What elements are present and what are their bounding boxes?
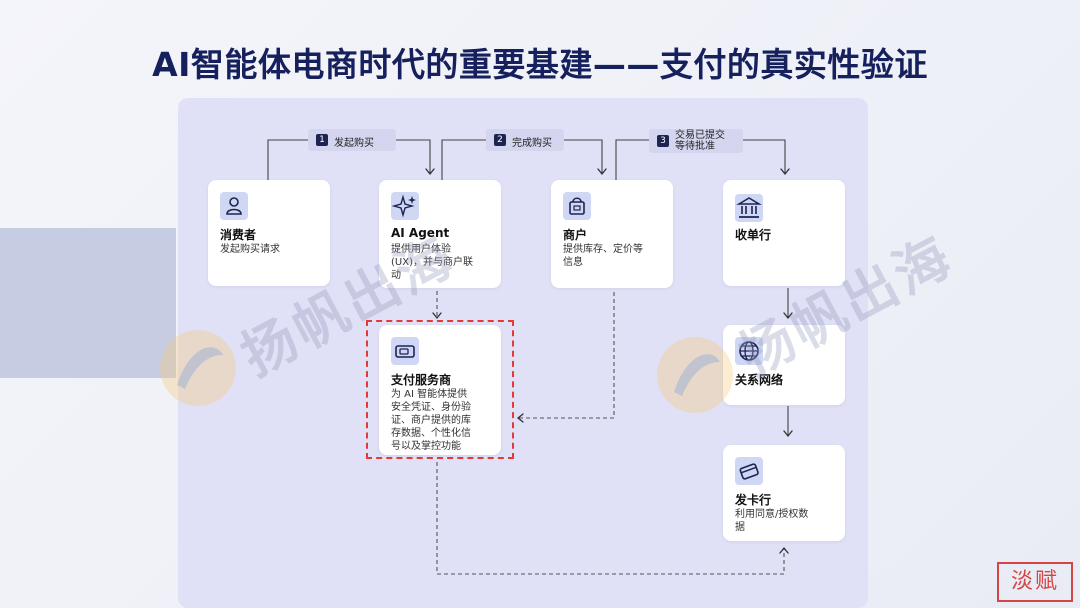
highlight-box bbox=[366, 320, 514, 459]
node-title: AI Agent bbox=[391, 226, 450, 240]
sparkle-icon bbox=[391, 192, 419, 220]
node-title: 消费者 bbox=[220, 228, 257, 242]
step-text: 完成购买 bbox=[512, 138, 552, 149]
user-icon bbox=[220, 192, 248, 220]
bank-icon bbox=[735, 194, 763, 222]
node-desc: 提供用户体验 (UX)，并与商户联 动 bbox=[391, 244, 473, 281]
watermark-logo-left bbox=[160, 330, 236, 406]
node-title: 发卡行 bbox=[735, 493, 772, 507]
step-text: 发起购买 bbox=[334, 138, 374, 149]
globe-icon bbox=[735, 337, 763, 365]
left-accent-band bbox=[0, 228, 176, 378]
card-tilt-icon bbox=[735, 457, 763, 485]
node-acquirer: 收单行 bbox=[723, 180, 845, 286]
step-1-label: 1 发起购买 bbox=[308, 129, 396, 151]
node-desc: 提供库存、定价等 信息 bbox=[563, 244, 643, 268]
step-number: 2 bbox=[494, 134, 506, 146]
node-desc: 为 AI 智能体提供 安全凭证、身份验 证、商户提供的库 存数据、个性化信 号以… bbox=[391, 389, 471, 452]
watermark-logo-right bbox=[657, 337, 733, 413]
node-title: 收单行 bbox=[735, 228, 772, 242]
node-consumer: 消费者 发起购买请求 bbox=[208, 180, 330, 286]
step-number: 1 bbox=[316, 134, 328, 146]
node-merchant: 商户 提供库存、定价等 信息 bbox=[551, 180, 673, 288]
node-payment-service-provider: 支付服务商 为 AI 智能体提供 安全凭证、身份验 证、商户提供的库 存数据、个… bbox=[379, 325, 501, 455]
step-number: 3 bbox=[657, 135, 669, 147]
node-title: 支付服务商 bbox=[391, 373, 452, 387]
step-2-label: 2 完成购买 bbox=[486, 129, 564, 151]
node-desc: 发起购买请求 bbox=[220, 244, 280, 255]
node-ai-agent: AI Agent 提供用户体验 (UX)，并与商户联 动 bbox=[379, 180, 501, 288]
shopping-bag-icon bbox=[563, 192, 591, 220]
seal-stamp: 淡赋 bbox=[997, 562, 1073, 602]
step-3-label: 3 交易已提交 等待批准 bbox=[649, 129, 743, 153]
node-issuer: 发卡行 利用同意/授权数 据 bbox=[723, 445, 845, 541]
node-desc: 利用同意/授权数 据 bbox=[735, 509, 809, 533]
step-text: 交易已提交 等待批准 bbox=[675, 130, 725, 152]
node-network: 关系网络 bbox=[723, 325, 845, 405]
page-title: AI智能体电商时代的重要基建——支付的真实性验证 bbox=[152, 45, 928, 84]
node-title: 关系网络 bbox=[735, 373, 784, 387]
node-title: 商户 bbox=[563, 228, 588, 242]
card-icon bbox=[391, 337, 419, 365]
